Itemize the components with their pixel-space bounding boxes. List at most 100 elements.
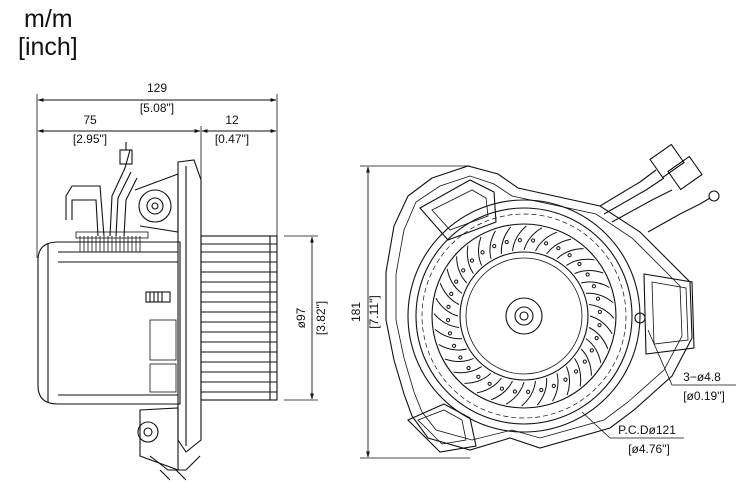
wheel-blade — [552, 373, 559, 402]
housing-ring — [415, 207, 633, 425]
wheel-blade — [523, 227, 543, 251]
blade-rivet — [487, 381, 492, 386]
connector-and-wires — [599, 143, 720, 233]
label-mounting-holes-inch: [ø0.19"] — [683, 389, 725, 403]
blade-rivet — [567, 253, 572, 258]
blade-rivet — [466, 365, 471, 371]
wheel-blade — [446, 268, 463, 294]
hub — [505, 297, 543, 335]
units-legend: m/m [inch] — [18, 6, 78, 62]
wheel-blade — [438, 344, 467, 351]
wire-harness — [65, 142, 138, 237]
leader-pitch-circle — [581, 411, 684, 439]
blade-rivet — [591, 284, 597, 289]
wheel-blade — [535, 231, 558, 252]
wheel-blade — [453, 366, 482, 374]
blade-rivet — [447, 331, 453, 336]
wheel-blade — [546, 238, 572, 255]
blade-rivet — [517, 238, 523, 243]
terminal-stud — [145, 291, 171, 303]
blade-rivet — [589, 348, 594, 353]
label-pitch-circle-mm: P.C.Dø121 — [618, 423, 676, 437]
wheel-blade — [574, 358, 582, 387]
wheel-blade — [585, 292, 614, 303]
blower-wheel — [200, 235, 278, 401]
blade-rivet — [585, 272, 590, 277]
mounting-ear-bottom — [407, 403, 477, 453]
blade-rivet — [446, 304, 451, 309]
dim-body-length-mm: 75 — [83, 113, 97, 127]
dim-flange-offset-mm: 12 — [225, 113, 239, 127]
dim-wheel-diameter-mm: ø97 — [294, 307, 308, 328]
blade-rivet — [573, 369, 579, 374]
blade-rivet — [577, 261, 582, 267]
pitch-circle — [421, 213, 627, 419]
wheel-blade — [505, 381, 525, 405]
mounting-hole-marker — [634, 312, 646, 324]
blade-rivet — [595, 296, 601, 301]
blade-rivet — [582, 359, 587, 364]
wheel-blade — [566, 258, 595, 266]
blade-rivet — [594, 336, 599, 341]
blade-rivet — [449, 291, 454, 296]
dim-overall-height-inch: [7.11"] — [367, 295, 381, 328]
front-view — [360, 143, 736, 459]
blade-rivet — [499, 386, 504, 391]
wheel-blade — [574, 270, 604, 275]
blade-rivet — [539, 387, 544, 393]
wheel-blade — [464, 372, 492, 384]
blade-rivet — [526, 389, 531, 394]
blower-housing — [385, 165, 693, 451]
label-mounting-holes-mm: 3−ø4.8 — [683, 370, 721, 384]
blade-rivet — [480, 250, 485, 255]
blade-rivet — [544, 241, 549, 246]
blade-rivet — [512, 389, 518, 394]
leader-mounting-holes — [647, 329, 736, 386]
blade-rivet — [461, 268, 466, 273]
blade-rivet — [597, 309, 603, 314]
housing-inner-outline — [395, 175, 683, 441]
dim-wheel-diameter-inch: [3.82"] — [314, 301, 328, 335]
wheel-blade — [456, 256, 468, 284]
dim-flange-offset-inch: [0.47"] — [215, 132, 249, 146]
motor-lower-detail — [149, 319, 177, 393]
blade-rivet — [454, 279, 459, 284]
blade-rivet — [531, 238, 536, 243]
wheel-blade — [537, 377, 548, 406]
wheel-blade — [589, 315, 613, 335]
wheel-blade — [588, 304, 615, 319]
wheel-blade — [580, 348, 592, 376]
blade-rivet — [492, 244, 497, 249]
blade-rivet — [458, 355, 463, 360]
wheel-blade — [476, 377, 502, 394]
mounting-flange — [134, 159, 202, 481]
housing-outer-ring — [407, 199, 641, 433]
units-metric: m/m — [24, 5, 73, 33]
wheel-blade — [444, 357, 474, 362]
wheel-blade — [521, 380, 536, 407]
wheel-blade — [565, 366, 570, 396]
front-extension-lines — [360, 165, 470, 459]
wheel-blade — [556, 248, 584, 260]
wheel-blade — [478, 236, 483, 266]
wheel-blade — [434, 329, 463, 340]
blade-rivet — [452, 343, 457, 348]
mounting-ear-top — [419, 179, 497, 241]
dim-overall-length-mm: 129 — [147, 81, 167, 95]
hub-ring — [465, 257, 583, 375]
mounting-ear-right — [643, 273, 695, 355]
hub-center — [514, 306, 534, 326]
dim-overall-length-inch: [5.08"] — [140, 101, 174, 115]
side-view — [36, 94, 318, 481]
wheel-blade — [588, 327, 609, 350]
blade-rivet — [551, 383, 556, 388]
wheel-blade — [489, 230, 496, 259]
wheel-blade — [433, 313, 460, 328]
dim-body-length-inch: [2.95"] — [73, 132, 107, 146]
blade-rivet — [597, 323, 602, 328]
shaft — [519, 311, 529, 321]
blade-rivet — [504, 239, 509, 245]
wheel-blade — [490, 380, 513, 401]
